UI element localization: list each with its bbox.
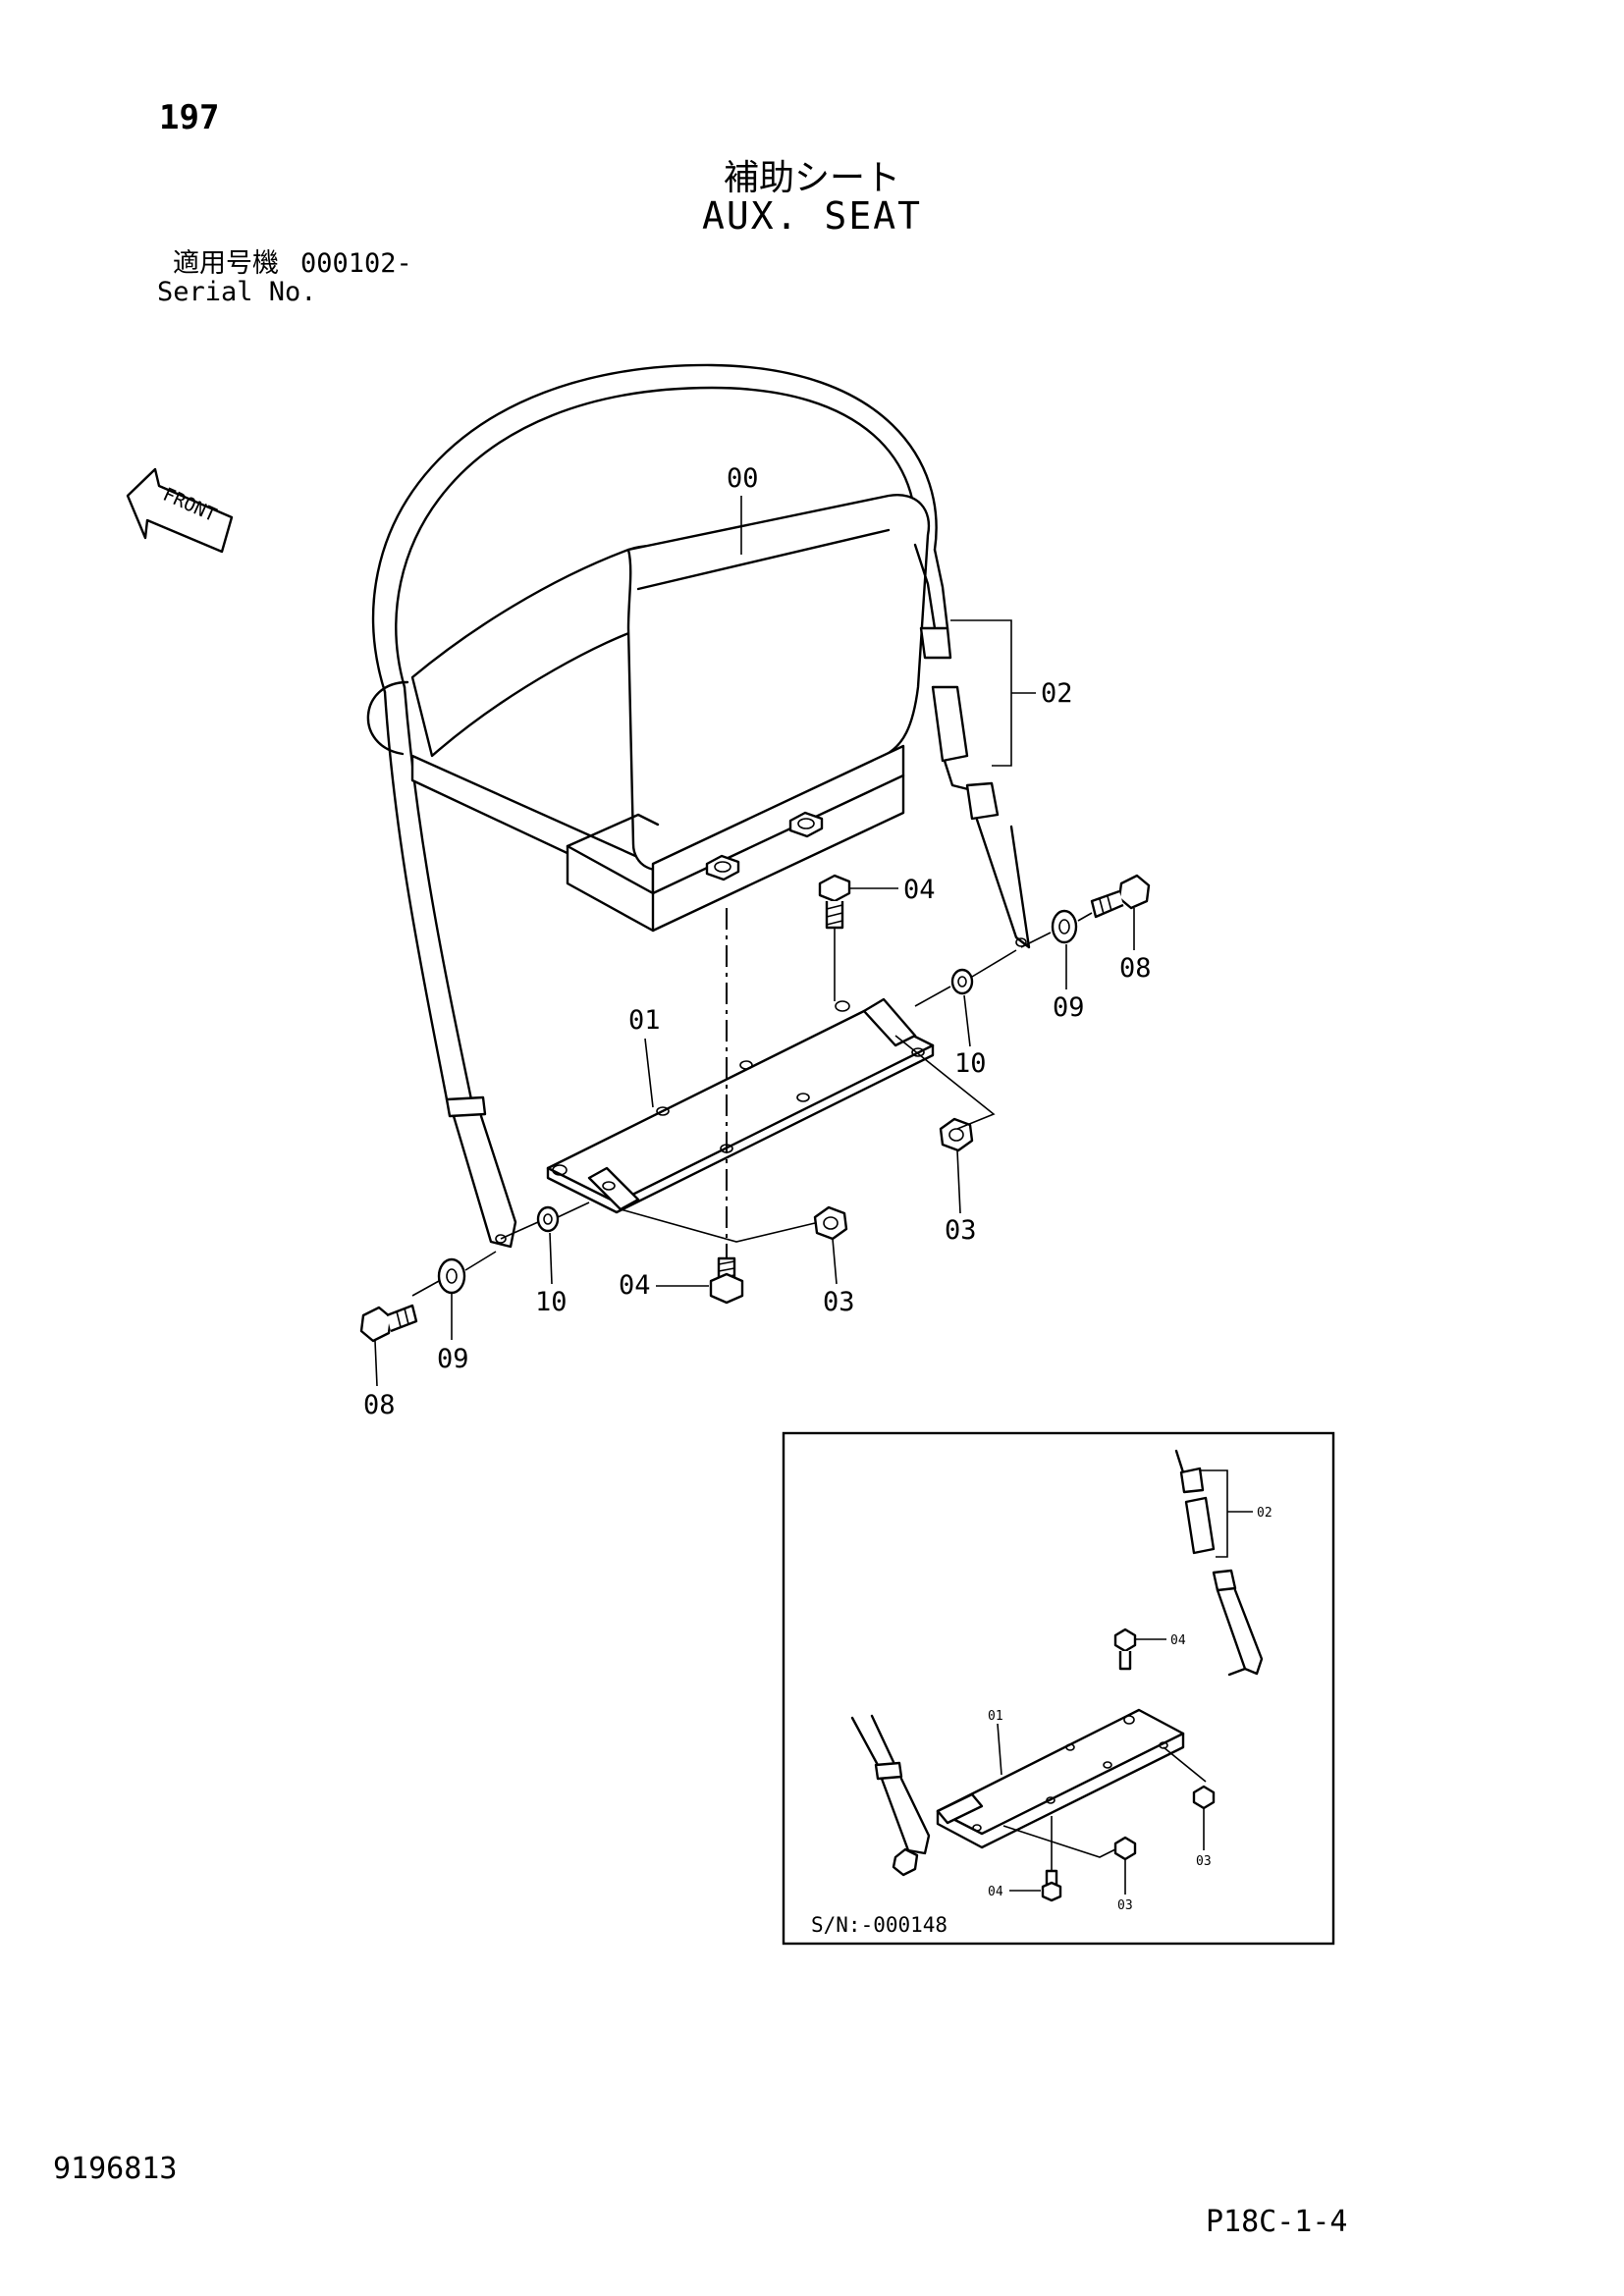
callout-group-main: 00 02 04 08 09 01 10 03 04 03 10 09 08: [363, 463, 1152, 1420]
bushing-icon: [536, 1205, 560, 1233]
inset-callout-02: 02: [1257, 1506, 1272, 1521]
callout-09-left: 09: [437, 1344, 469, 1374]
page-number: 197: [159, 98, 220, 137]
flange-nut-icon: [813, 1205, 848, 1241]
callout-10-right: 10: [954, 1048, 987, 1079]
callout-10-left: 10: [535, 1287, 568, 1317]
serial-label-english: Serial No.: [157, 277, 317, 307]
inset-callout-03-lower: 03: [1117, 1898, 1133, 1913]
washer-icon: [437, 1257, 466, 1295]
document-number: 9196813: [53, 2152, 178, 2186]
inset-serial-note: S/N:-000148: [811, 1913, 947, 1937]
bushing-icon: [950, 968, 974, 995]
callout-00: 00: [727, 463, 759, 494]
base-nut-icon: [705, 854, 740, 881]
inset-callout-03-right: 03: [1196, 1854, 1212, 1869]
bolt-icon: [818, 874, 851, 930]
title-japanese: 補助シート: [723, 158, 900, 198]
base-nut-icon: [788, 811, 824, 838]
front-label: FRONT: [160, 484, 220, 526]
inset-detail: 02 04 01 03 03 04 S/N:-000148: [782, 1431, 1335, 1946]
washer-icon: [1051, 909, 1078, 944]
callout-08-left: 08: [363, 1390, 396, 1420]
hex-bolt-icon: [1090, 874, 1151, 919]
serial-block: 適用号機 000102- Serial No.: [157, 249, 412, 306]
callout-03-right: 03: [945, 1215, 977, 1246]
page-code: P18C-1-4: [1206, 2205, 1348, 2239]
callout-09-right: 09: [1053, 992, 1085, 1023]
serial-range: 000102-: [300, 248, 412, 279]
callout-02: 02: [1041, 678, 1073, 709]
seat-assembly: [366, 363, 938, 1101]
hex-bolt-icon: [359, 1304, 418, 1343]
callout-04-upper: 04: [903, 875, 936, 905]
serial-label-japanese: 適用号機: [173, 248, 279, 279]
seat-belt-right: [913, 543, 1031, 949]
inset-callout-04-upper: 04: [1170, 1633, 1186, 1648]
inset-callout-04-lower: 04: [988, 1885, 1003, 1899]
title-english: AUX. SEAT: [702, 194, 922, 238]
callout-04-lower: 04: [619, 1270, 651, 1301]
front-arrow-icon: FRONT: [126, 467, 234, 554]
callout-01: 01: [628, 1005, 661, 1036]
callout-08-right: 08: [1119, 953, 1152, 984]
callout-03-lower: 03: [823, 1287, 855, 1317]
flange-nut-icon: [939, 1117, 974, 1152]
mounting-bracket: [546, 908, 935, 1266]
bolt-icon: [709, 1256, 744, 1305]
seat-belt-left: [445, 1095, 517, 1249]
inset-callout-01: 01: [988, 1709, 1003, 1724]
inset-frame: [782, 1431, 1335, 1946]
